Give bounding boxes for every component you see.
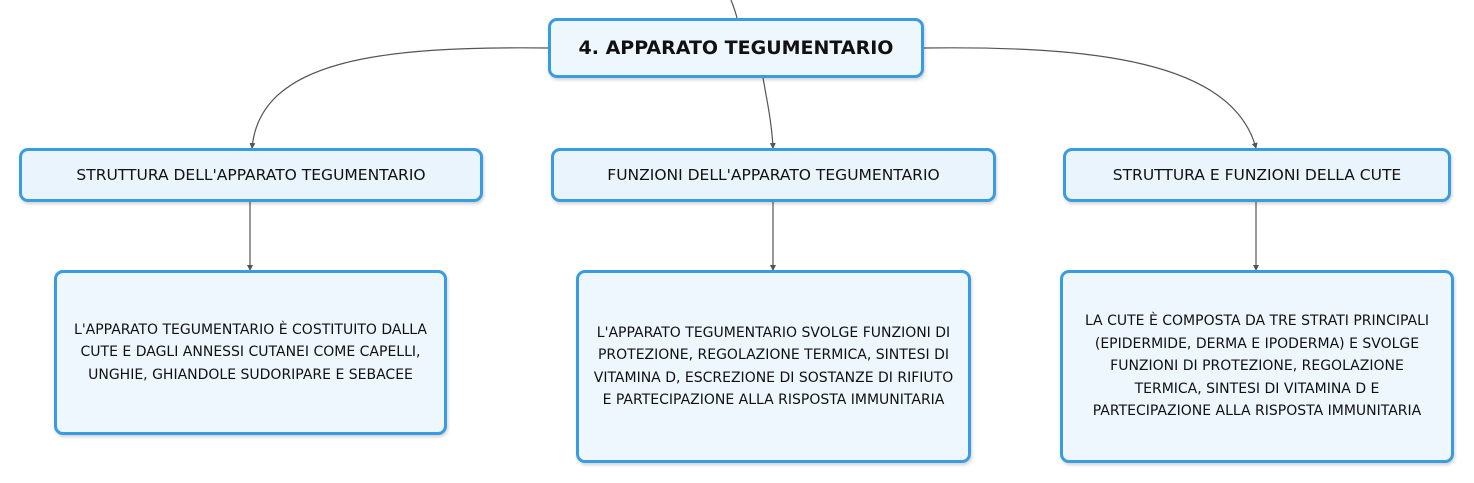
- branch-topic-skin[interactable]: STRUTTURA E FUNZIONI DELLA CUTE: [1063, 148, 1451, 202]
- connector-root-to-branch-3: [923, 47, 1258, 149]
- subtopic-structure-description[interactable]: L'APPARATO TEGUMENTARIO È COSTITUITO DAL…: [54, 270, 447, 435]
- subtopic-functions-description[interactable]: L'APPARATO TEGUMENTARIO SVOLGE FUNZIONI …: [576, 270, 971, 463]
- branch-topic-label: FUNZIONI DELL'APPARATO TEGUMENTARIO: [607, 166, 940, 184]
- subtopic-text: L'APPARATO TEGUMENTARIO È COSTITUITO DAL…: [74, 321, 427, 383]
- subtopic-text: L'APPARATO TEGUMENTARIO SVOLGE FUNZIONI …: [593, 324, 954, 409]
- subtopic-text: LA CUTE È COMPOSTA DA TRE STRATI PRINCIP…: [1084, 313, 1430, 420]
- branch-topic-label: STRUTTURA DELL'APPARATO TEGUMENTARIO: [76, 166, 426, 184]
- branch-topic-label: STRUTTURA E FUNZIONI DELLA CUTE: [1112, 166, 1402, 184]
- branch-topic-functions[interactable]: FUNZIONI DELL'APPARATO TEGUMENTARIO: [551, 148, 996, 202]
- connector-root-to-branch-2: [762, 77, 776, 149]
- root-topic-node[interactable]: 4. APPARATO TEGUMENTARIO: [548, 18, 924, 78]
- connector-incoming: [730, 0, 738, 19]
- root-topic-label: 4. APPARATO TEGUMENTARIO: [578, 37, 894, 59]
- connector-root-to-branch-1: [249, 47, 549, 149]
- subtopic-skin-description[interactable]: LA CUTE È COMPOSTA DA TRE STRATI PRINCIP…: [1060, 270, 1454, 463]
- branch-topic-structure[interactable]: STRUTTURA DELL'APPARATO TEGUMENTARIO: [19, 148, 483, 202]
